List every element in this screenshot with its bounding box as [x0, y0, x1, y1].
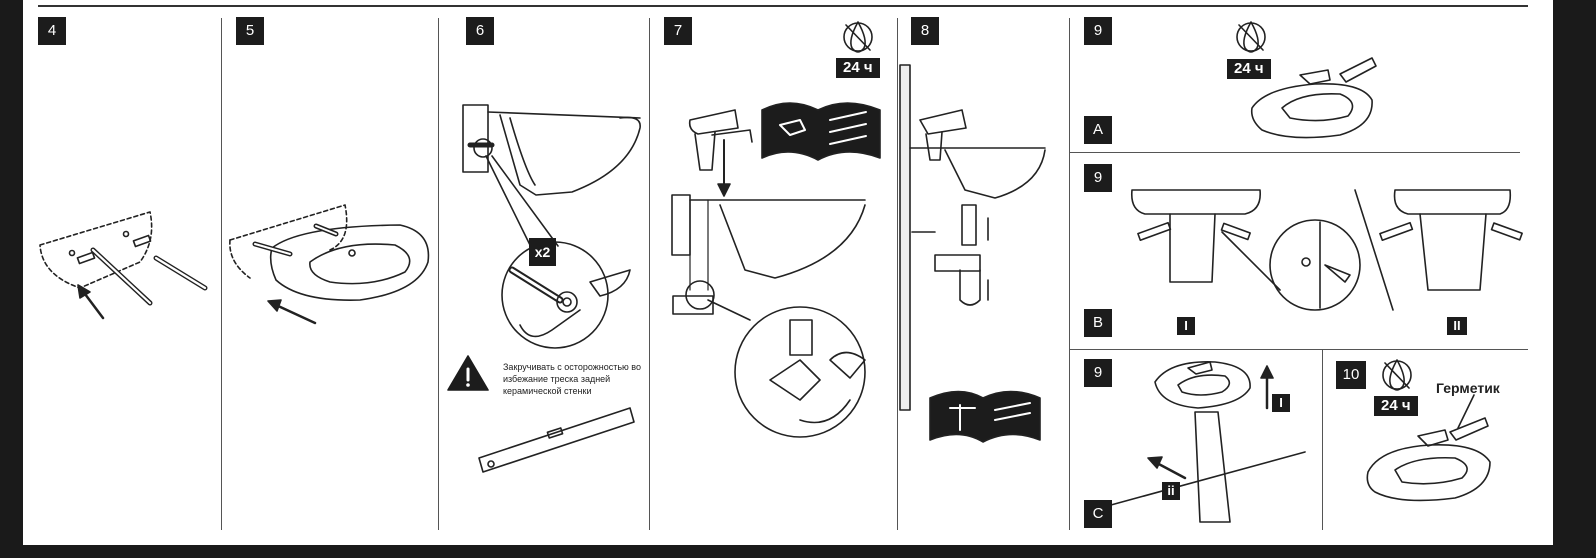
variant-c-badge: C — [1084, 500, 1112, 528]
wrench-icon — [829, 351, 866, 379]
step-10-badge: 10 — [1336, 361, 1366, 389]
step-9a-illustration — [1236, 21, 1377, 139]
option-one-label: I — [1177, 317, 1195, 335]
step-7-illustration — [671, 21, 881, 438]
step-4-illustration — [39, 211, 208, 320]
variant-a-badge: A — [1084, 116, 1112, 144]
divider — [221, 18, 222, 530]
divider — [649, 18, 650, 530]
cure-time-label: 24 ч — [1227, 59, 1271, 79]
step-8-badge: 8 — [911, 17, 939, 45]
step-9c-badge: 9 — [1084, 359, 1112, 387]
top-rule — [38, 5, 1528, 7]
step-5-badge: 5 — [236, 17, 264, 45]
cure-time-label: 24 ч — [1374, 396, 1418, 416]
step-9a-badge: 9 — [1084, 17, 1112, 45]
step-7-badge: 7 — [664, 17, 692, 45]
divider — [897, 18, 898, 530]
step-8-illustration — [899, 64, 1046, 443]
spirit-level-icon — [478, 407, 635, 473]
variant-b-badge: B — [1084, 309, 1112, 337]
step-two-label: ii — [1162, 482, 1180, 500]
warning-text: Закручивать с осторожностью во избежание… — [503, 362, 641, 396]
step-6-badge: 6 — [466, 17, 494, 45]
step-6-illustration — [447, 104, 641, 473]
quantity-multiplier: x2 — [529, 238, 556, 266]
step-4-badge: 4 — [38, 17, 66, 45]
divider — [438, 18, 439, 530]
pencil-icon — [1220, 222, 1251, 241]
sealant-label: Герметик — [1436, 380, 1500, 396]
divider — [1070, 152, 1520, 153]
option-two-label: II — [1447, 317, 1467, 335]
step-5-illustration — [229, 204, 430, 325]
cure-time-label: 24 ч — [836, 58, 880, 78]
step-one-label: I — [1272, 394, 1290, 412]
step-10-illustration — [1366, 359, 1491, 502]
step-9b-badge: 9 — [1084, 164, 1112, 192]
divider — [1322, 350, 1323, 530]
step-9c-illustration — [1099, 361, 1306, 523]
step-9b-illustration — [1130, 189, 1523, 311]
divider — [1069, 18, 1070, 530]
instruction-book-icon — [761, 102, 881, 161]
divider — [1070, 349, 1528, 350]
